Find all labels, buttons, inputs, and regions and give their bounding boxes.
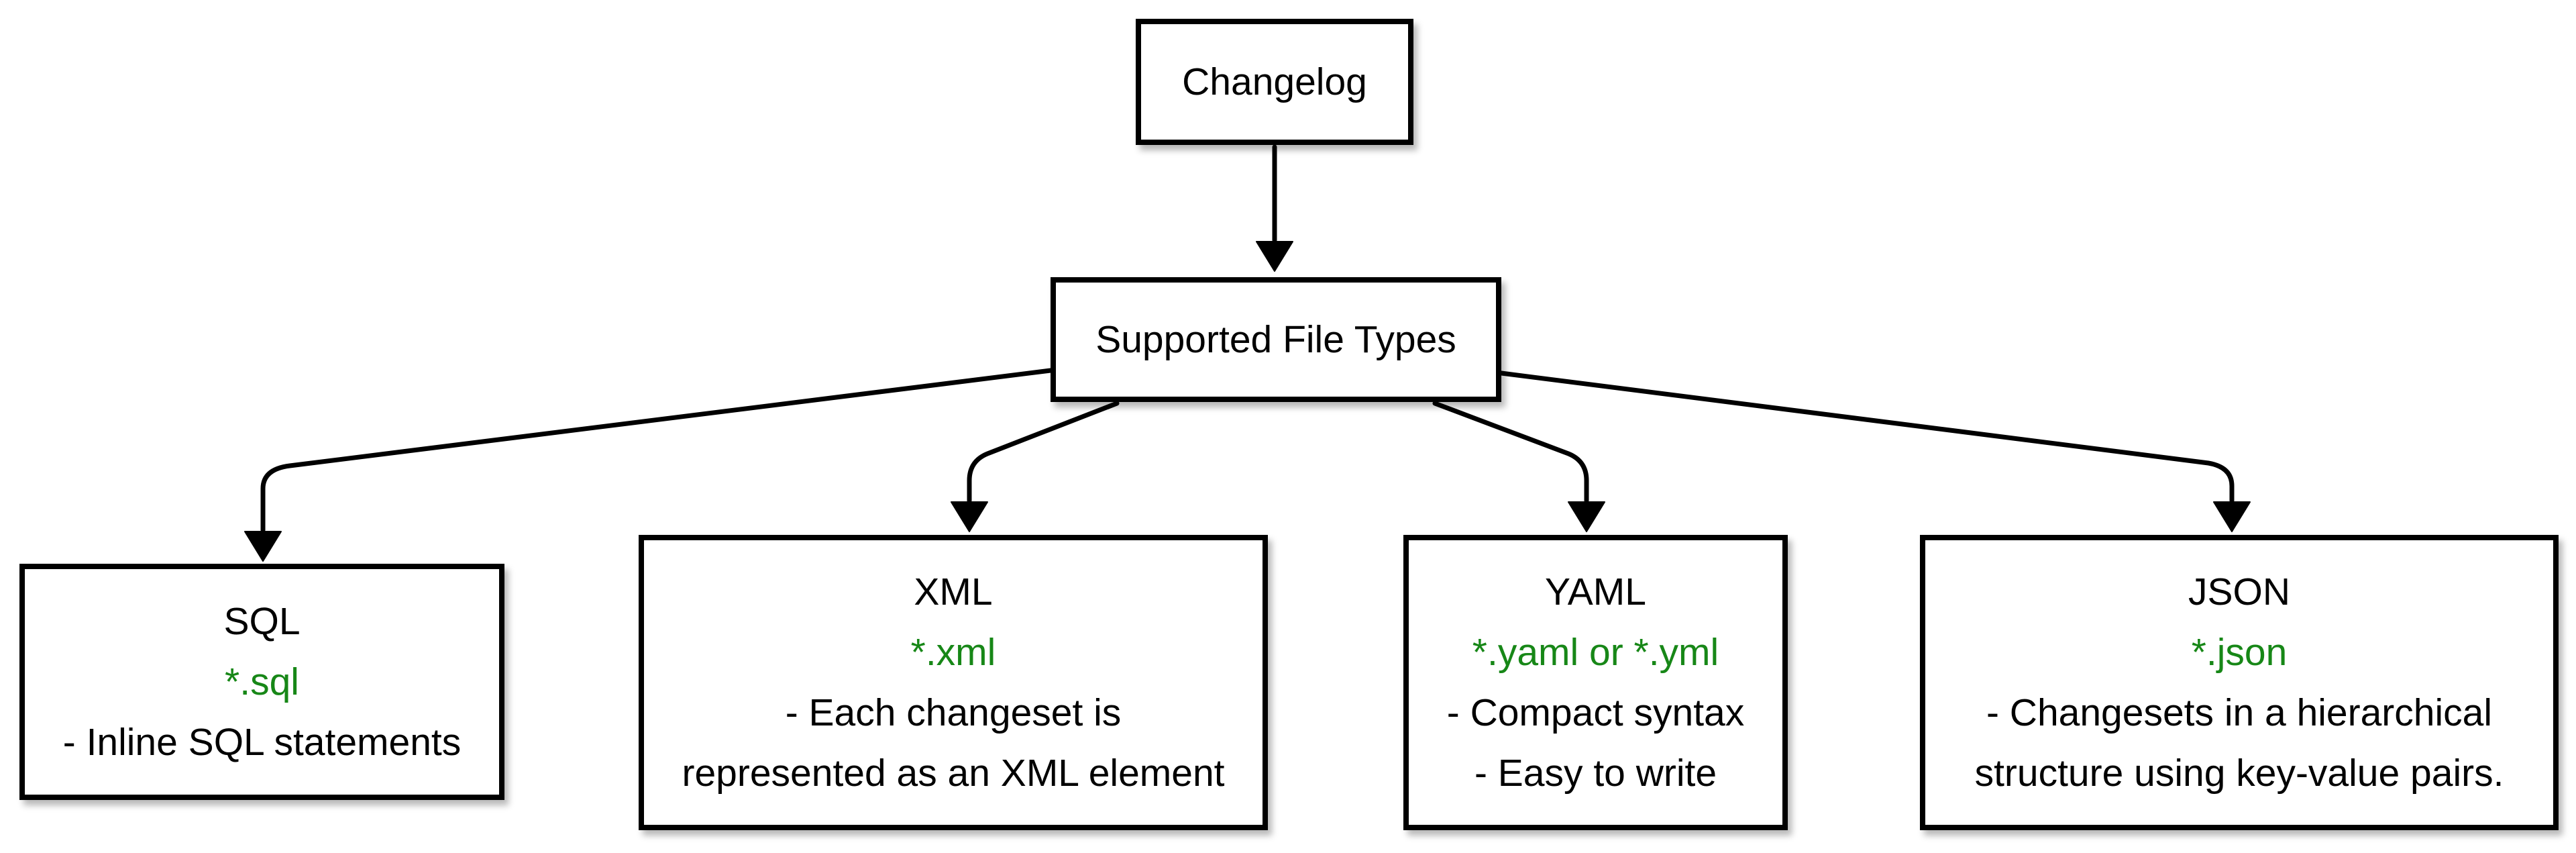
arrowhead-hub: [1256, 241, 1293, 272]
node-changelog-label: Changelog: [1182, 60, 1367, 103]
yaml-description-line: - Easy to write: [1474, 752, 1717, 795]
node-xml: XML *.xml - Each changeset is represente…: [639, 535, 1268, 830]
node-yaml: YAML *.yaml or *.yml - Compact syntax - …: [1403, 535, 1788, 830]
arrowhead-sql: [244, 531, 282, 562]
json-description-line: structure using key-value pairs.: [1974, 752, 2504, 795]
connector-hub-to-json: [1499, 370, 2235, 503]
node-json: JSON *.json - Changesets in a hierarchic…: [1920, 535, 2559, 830]
xml-description-line: - Each changeset is: [785, 691, 1122, 734]
sql-extension: *.sql: [225, 660, 299, 703]
node-changelog: Changelog: [1136, 19, 1413, 145]
node-supported-file-types: Supported File Types: [1051, 277, 1501, 402]
arrowhead-json: [2213, 501, 2251, 532]
yaml-title: YAML: [1545, 570, 1646, 613]
xml-extension: *.xml: [910, 631, 996, 674]
connector-hub-to-sql: [260, 368, 1053, 533]
json-extension: *.json: [2191, 631, 2288, 674]
node-sql: SQL *.sql - Inline SQL statements: [19, 564, 504, 800]
yaml-description-line: - Compact syntax: [1446, 691, 1745, 734]
json-title: JSON: [2188, 570, 2291, 613]
xml-description-line: represented as an XML element: [682, 752, 1225, 795]
arrowhead-yaml: [1568, 501, 1605, 532]
connector-hub-to-xml: [967, 401, 1120, 503]
json-description-line: - Changesets in a hierarchical: [1986, 691, 2493, 734]
arrowhead-xml: [951, 501, 988, 532]
yaml-extension: *.yaml or *.yml: [1472, 631, 1719, 674]
sql-description-line: - Inline SQL statements: [62, 721, 462, 764]
node-hub-label: Supported File Types: [1095, 318, 1456, 361]
xml-title: XML: [914, 570, 993, 613]
connector-hub-to-yaml: [1432, 401, 1589, 503]
sql-title: SQL: [223, 600, 301, 643]
